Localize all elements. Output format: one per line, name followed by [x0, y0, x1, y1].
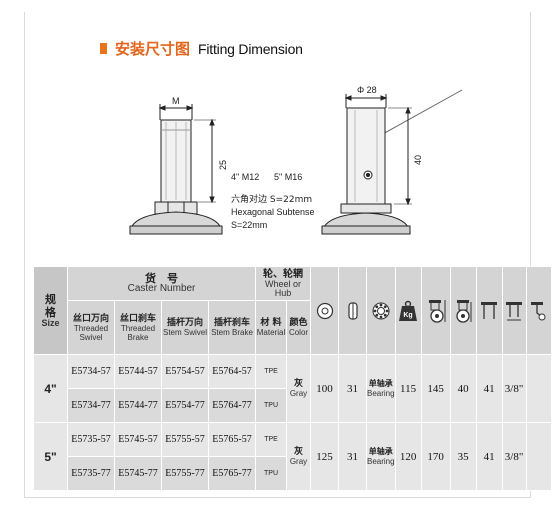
- material-cell: TPU: [255, 388, 287, 423]
- stem-brake-header: 插杆刹车 Stem Brake: [208, 300, 256, 355]
- code-cell: E5735-57: [67, 422, 115, 457]
- color-cell: 灰 Gray: [286, 422, 311, 491]
- material-cell: TPE: [255, 422, 287, 457]
- plate-cell: 41: [475, 422, 503, 491]
- thread-cell: 3/8": [501, 354, 527, 423]
- load-kg-icon: Kg: [394, 266, 422, 355]
- heading-en: Fitting Dimension: [198, 40, 303, 57]
- code-cell: E5764-77: [208, 388, 256, 423]
- fitting-drawing: [129, 89, 463, 235]
- thread-5-label: 5" M16: [274, 172, 303, 182]
- load-cell: 120: [394, 422, 422, 491]
- code-cell: E5745-77: [114, 456, 162, 491]
- section-heading: 安装尺寸图 Fitting Dimension: [100, 38, 303, 59]
- material-cell: TPU: [255, 456, 287, 491]
- threaded-brake-header: 丝口刹车 Threaded Brake: [114, 300, 162, 355]
- table-row: E5735-77 E5745-77 E5755-77 E5765-77 TPU: [34, 456, 552, 491]
- bearing-cell: 单轴承 Bearing: [366, 354, 396, 423]
- material-cell: TPE: [255, 354, 287, 389]
- color-cell: 灰 Gray: [286, 354, 311, 423]
- code-cell: E5755-77: [161, 456, 209, 491]
- total-height-swivel-icon: [420, 266, 451, 355]
- diameter-cell: 100: [310, 354, 339, 423]
- size-header: 规格 Size: [33, 266, 68, 355]
- code-cell: E5755-57: [161, 422, 209, 457]
- header-row-sub: 丝口万向 Threaded Swivel 丝口刹车 Threaded Brake…: [34, 300, 552, 355]
- code-cell: E5745-57: [114, 422, 162, 457]
- hex-subtense-zh: 六角对边 S=22mm: [231, 195, 313, 205]
- code-cell: E5734-77: [67, 388, 115, 423]
- plate-cell: 41: [475, 354, 503, 423]
- code-cell: E5734-57: [67, 354, 115, 389]
- load-cell: 115: [394, 354, 422, 423]
- total-height-brake-icon: [449, 266, 477, 355]
- width-cell: 31: [338, 422, 367, 491]
- table-row: 5" E5735-57 E5745-57 E5755-57 E5765-57 T…: [33, 422, 552, 491]
- material-header: 材 料 Material: [255, 300, 287, 355]
- heading-bullet-icon: [100, 43, 107, 54]
- code-cell: E5764-57: [208, 354, 256, 389]
- size-cell: 5": [33, 422, 68, 491]
- offset-cell: 40: [449, 354, 477, 423]
- wheel-width-icon: [338, 266, 367, 355]
- color-header: 颜色 Color: [286, 300, 311, 355]
- code-cell: E5754-57: [161, 354, 209, 389]
- blank-cell: [525, 422, 552, 491]
- hex-subtense-en: Hexagonal Subtense: [231, 207, 315, 217]
- code-cell: E5765-57: [208, 422, 256, 457]
- right-height-label: 40: [413, 154, 423, 165]
- height-cell: 170: [420, 422, 451, 491]
- mounting-width-icon: [475, 266, 503, 355]
- frame-left-line: [24, 12, 25, 498]
- blank-cell: [525, 354, 552, 423]
- swivel-offset-icon: [525, 266, 552, 355]
- diameter-cell: 125: [310, 422, 339, 491]
- plain-stem-drawing: [321, 89, 463, 235]
- bearing-cell: 单轴承 Bearing: [366, 422, 396, 491]
- bearing-icon: [366, 266, 396, 355]
- frame-bottom-line: [24, 497, 531, 498]
- height-cell: 145: [420, 354, 451, 423]
- svg-text:Kg: Kg: [403, 312, 412, 319]
- threaded-stem-drawing: [129, 104, 223, 235]
- wheel-hub-header: 轮、轮辋 Wheel or Hub: [255, 266, 311, 301]
- code-cell: E5744-77: [114, 388, 162, 423]
- caster-number-header: 货 号 Caster Number: [67, 266, 256, 301]
- code-cell: E5735-77: [67, 456, 115, 491]
- code-cell: E5744-57: [114, 354, 162, 389]
- size-cell: 4": [33, 354, 68, 423]
- m-dimension-label: M: [172, 96, 180, 106]
- width-cell: 31: [338, 354, 367, 423]
- table-row: 4" E5734-57 E5744-57 E5754-57 E5764-57 T…: [33, 354, 552, 423]
- table-row: E5734-77 E5744-77 E5754-77 E5764-77 TPU: [34, 388, 552, 423]
- frame-right-line: [530, 12, 531, 498]
- spec-table: 规格 Size 货 号 Caster Number 轮、轮辋 Wheel or …: [33, 266, 552, 491]
- hex-subtense-value: S=22mm: [231, 220, 268, 230]
- left-height-label: 25: [218, 159, 228, 170]
- threaded-swivel-header: 丝口万向 Threaded Swivel: [67, 300, 115, 355]
- heading-zh: 安装尺寸图: [115, 40, 191, 58]
- thread-4-label: 4" M12: [231, 172, 260, 182]
- mounting-height-icon: [501, 266, 527, 355]
- thread-cell: 3/8": [501, 422, 527, 491]
- header-row-top: 规格 Size 货 号 Caster Number 轮、轮辋 Wheel or …: [33, 266, 552, 355]
- offset-cell: 35: [449, 422, 477, 491]
- code-cell: E5754-77: [161, 388, 209, 423]
- code-cell: E5765-77: [208, 456, 256, 491]
- diameter-label: Φ 28: [357, 85, 377, 95]
- wheel-diameter-icon: [310, 266, 339, 355]
- stem-swivel-header: 插杆万向 Stem Swivel: [161, 300, 209, 355]
